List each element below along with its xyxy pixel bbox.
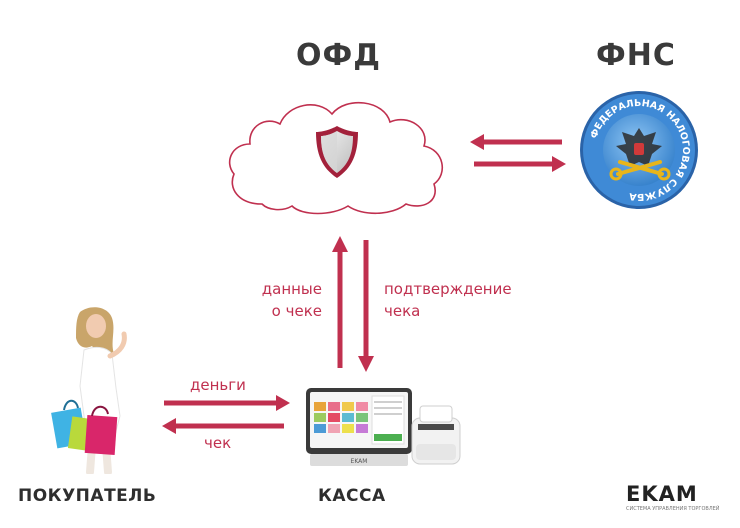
kassa-label: КАССА xyxy=(318,486,386,506)
svg-text:EKAM: EKAM xyxy=(351,458,368,465)
ofd-fns-arrows xyxy=(470,134,566,172)
ekam-logo: EKAM СИСТЕМА УПРАВЛЕНИЯ ТОРГОВЛЕЙ xyxy=(626,482,726,512)
receipt-data-label: данные о чеке xyxy=(250,278,322,322)
receipt-data-line1: данные xyxy=(261,280,322,298)
buyer-figure xyxy=(51,307,127,474)
ofd-title: ОФД xyxy=(296,38,381,73)
buyer-label: ПОКУПАТЕЛЬ xyxy=(18,486,157,506)
receipt-data-line2: о чеке xyxy=(271,302,322,320)
fns-emblem: ФЕДЕРАЛЬНАЯ НАЛОГОВАЯ СЛУЖБА xyxy=(580,91,698,209)
buyer-kassa-arrows xyxy=(162,395,290,434)
money-label: деньги xyxy=(190,376,246,394)
logo-name: EKAM xyxy=(626,482,698,506)
fns-title: ФНС xyxy=(596,38,676,73)
shield-icon xyxy=(316,126,358,178)
logo-tagline: СИСТЕМА УПРАВЛЕНИЯ ТОРГОВЛЕЙ xyxy=(626,506,720,512)
confirmation-line2: чека xyxy=(384,302,421,320)
confirmation-label: подтверждение чека xyxy=(384,278,512,322)
check-label: чек xyxy=(204,434,232,452)
confirmation-line1: подтверждение xyxy=(384,280,512,298)
kassa-ofd-arrows xyxy=(332,236,374,372)
pos-terminal: EKAM xyxy=(306,388,412,466)
receipt-printer xyxy=(411,405,461,465)
